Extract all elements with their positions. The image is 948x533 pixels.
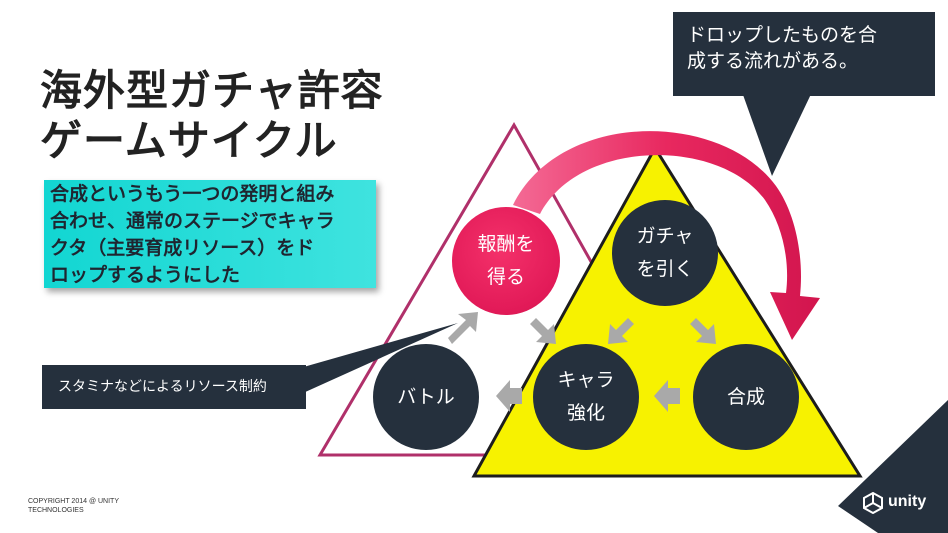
- flow-arrow-battle-reward: [448, 312, 478, 344]
- description-line-4: ロップするようにした: [50, 264, 241, 286]
- copyright: COPYRIGHT 2014 @ UNITY TECHNOLOGIES: [28, 497, 119, 515]
- callout-top-line-2: 成する流れがある。: [687, 50, 859, 72]
- node-battle-label: バトル: [397, 385, 455, 408]
- callout-top: ドロップしたものを合 成する流れがある。: [673, 12, 935, 96]
- unity-logo-icon: [863, 492, 883, 514]
- node-fusion-label: 合成: [726, 385, 765, 408]
- flow-arrow-enhance-battle: [496, 380, 522, 412]
- page-title: 海外型ガチャ許容 ゲームサイクル: [40, 66, 384, 166]
- flow-arrow-gacha-fusion: [690, 318, 716, 344]
- callout-top-pointer: [742, 92, 812, 176]
- unity-logo-text: unity: [888, 493, 927, 510]
- node-gacha-line-1: ガチャ: [636, 225, 694, 247]
- node-enhance-line-2: 強化: [566, 402, 605, 424]
- title-line-2: ゲームサイクル: [40, 116, 338, 165]
- node-reward-line-2: 得る: [486, 266, 525, 288]
- node-enhance-line-1: キャラ: [557, 369, 615, 391]
- node-gacha: ガチャ を引く: [612, 200, 718, 306]
- callout-top-line-1: ドロップしたものを合: [687, 24, 878, 46]
- callout-left: スタミナなどによるリソース制約: [42, 365, 306, 409]
- cycle-arrow-icon: [513, 131, 820, 340]
- node-gacha-line-2: を引く: [636, 258, 694, 280]
- node-reward: 報酬を 得る: [452, 207, 560, 315]
- title-line-1: 海外型ガチャ許容: [40, 66, 384, 115]
- flow-arrows: [448, 312, 716, 412]
- flow-arrow-reward-enhance: [530, 318, 556, 344]
- node-enhance: キャラ 強化: [533, 344, 639, 450]
- node-reward-line-1: 報酬を: [477, 233, 535, 255]
- copyright-line-2: TECHNOLOGIES: [28, 507, 84, 514]
- description-box: 合成というもう一つの発明と組み 合わせ、通常のステージでキャラ クタ（主要育成リ…: [44, 180, 376, 288]
- node-fusion: 合成: [693, 344, 799, 450]
- description-line-2: 合わせ、通常のステージでキャラ: [50, 210, 335, 232]
- node-battle: バトル: [373, 344, 479, 450]
- description-line-1: 合成というもう一つの発明と組み: [50, 183, 335, 205]
- copyright-line-1: COPYRIGHT 2014 @ UNITY: [28, 498, 119, 505]
- flow-arrow-gacha-enhance: [608, 318, 634, 344]
- callout-left-pointer: [286, 323, 458, 398]
- unity-band: [838, 400, 948, 533]
- flow-arrow-fusion-enhance: [654, 380, 680, 412]
- description-line-3: クタ（主要育成リソース）をド: [50, 237, 315, 259]
